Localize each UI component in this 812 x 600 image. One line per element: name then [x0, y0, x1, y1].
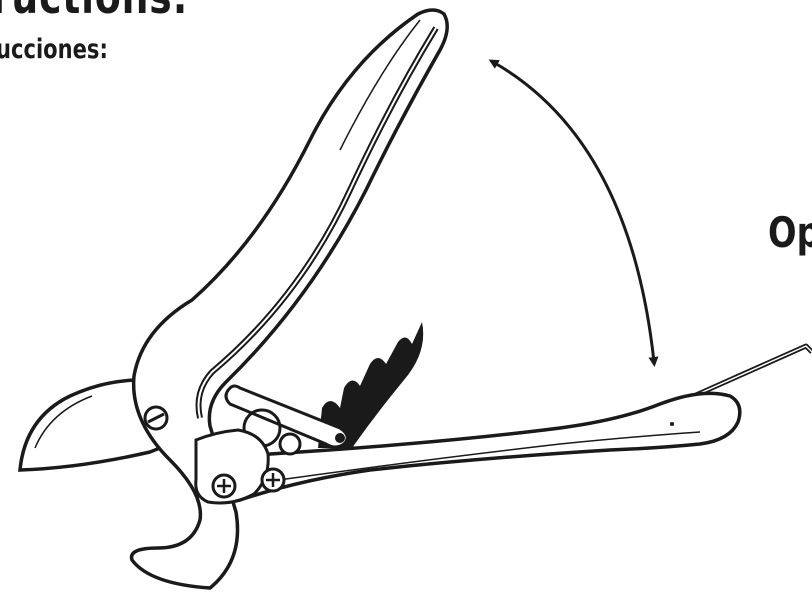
double-arrow-icon: [493, 62, 654, 362]
screw-icon: [213, 475, 235, 497]
screw-icon: [262, 469, 284, 491]
upper-handle: [132, 10, 448, 588]
screw-icon: [145, 407, 167, 429]
spring-wire: [696, 346, 812, 395]
